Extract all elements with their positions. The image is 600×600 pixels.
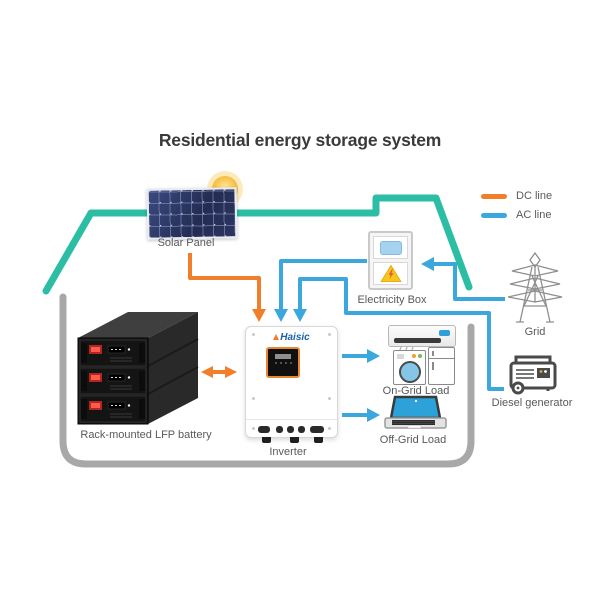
legend-item-ac: AC line <box>481 209 552 221</box>
screw-icon <box>252 397 255 400</box>
ac-line-grid-to-box <box>421 257 505 301</box>
inverter-display-readout <box>275 354 291 359</box>
inverter-logo-mark-icon <box>273 334 280 340</box>
off-grid-load-label: Off-Grid Load <box>379 434 447 446</box>
warning-cell <box>373 262 408 285</box>
screw-icon <box>328 427 331 430</box>
on-grid-load-label: On-Grid Load <box>382 385 450 397</box>
arrowhead-icon <box>421 257 434 271</box>
legend-item-dc: DC line <box>481 190 552 202</box>
screw-icon <box>252 333 255 336</box>
inverter-connector <box>290 437 299 443</box>
dc-line-solar-to-inverter <box>188 253 266 322</box>
ac-line-inverter-to-offgrid <box>342 408 380 422</box>
inverter-seam <box>246 419 337 420</box>
solar-panel-icon <box>146 187 238 240</box>
dc-line-battery-inverter <box>201 366 237 378</box>
screw-icon <box>328 397 331 400</box>
page-title: Residential energy storage system <box>158 130 442 150</box>
arrowhead-icon <box>293 309 307 322</box>
ac-line-box-to-inverter <box>274 259 367 322</box>
washing-machine-icon <box>393 350 426 385</box>
dc-line-swatch <box>481 193 507 199</box>
fridge-divider <box>429 358 454 359</box>
washer-button <box>418 354 422 358</box>
battery-rack-icon <box>77 312 199 425</box>
electricity-box-icon <box>368 231 413 290</box>
washer-drawer <box>397 354 404 359</box>
inverter-port <box>298 426 305 433</box>
warning-triangle-icon <box>379 264 402 282</box>
ac-display <box>439 330 450 336</box>
arrowhead-icon <box>225 366 237 378</box>
battery-module <box>79 339 147 367</box>
arrowhead-icon <box>274 309 288 322</box>
inverter-brand: Haisic <box>246 332 337 343</box>
arrowhead-icon <box>201 366 213 378</box>
breaker-switch-icon <box>379 240 402 255</box>
ac-line-inverter-to-ongrid <box>342 349 380 363</box>
arrowhead-icon <box>252 309 266 322</box>
inverter-display <box>266 347 300 378</box>
solar-panel-label: Solar Panel <box>157 237 215 249</box>
arrowhead-icon <box>367 408 380 422</box>
washer-button <box>412 354 416 358</box>
inverter-connector <box>314 437 323 443</box>
grid-label: Grid <box>524 326 546 338</box>
electricity-box-label: Electricity Box <box>357 294 427 306</box>
legend-label-dc: DC line <box>516 190 553 202</box>
ac-line-diesel-to-inverter <box>293 277 504 391</box>
inverter-port <box>276 426 283 433</box>
fridge-handle <box>432 351 434 356</box>
ac-vent <box>394 338 441 343</box>
inverter-port <box>310 426 324 433</box>
screw-icon <box>328 333 331 336</box>
diesel-generator-icon <box>509 355 557 395</box>
legend-label-ac: AC line <box>516 209 552 221</box>
breaker-cell <box>373 236 408 259</box>
diesel-generator-label: Diesel generator <box>491 397 573 409</box>
laptop-icon <box>384 395 447 429</box>
grid-tower-icon <box>507 251 563 323</box>
screw-icon <box>252 427 255 430</box>
house-roof-outline <box>42 194 473 295</box>
battery-label: Rack-mounted LFP battery <box>80 429 212 441</box>
battery-module <box>79 367 147 395</box>
battery-module <box>79 395 147 423</box>
inverter-display-leds <box>268 362 298 364</box>
ac-line-swatch <box>481 212 507 218</box>
inverter-icon: Haisic <box>245 326 338 443</box>
air-conditioner-icon <box>388 325 456 347</box>
refrigerator-icon <box>428 347 455 385</box>
fridge-handle <box>432 362 434 370</box>
washer-door <box>398 361 421 383</box>
inverter-port <box>287 426 294 433</box>
inverter-port <box>258 426 270 433</box>
house-wall-outline <box>59 293 475 468</box>
inverter-label: Inverter <box>269 446 307 458</box>
inverter-brand-text: Haisic <box>280 332 310 343</box>
inverter-connector <box>262 437 271 443</box>
arrowhead-icon <box>367 349 380 363</box>
legend: DC line AC line <box>481 190 552 228</box>
